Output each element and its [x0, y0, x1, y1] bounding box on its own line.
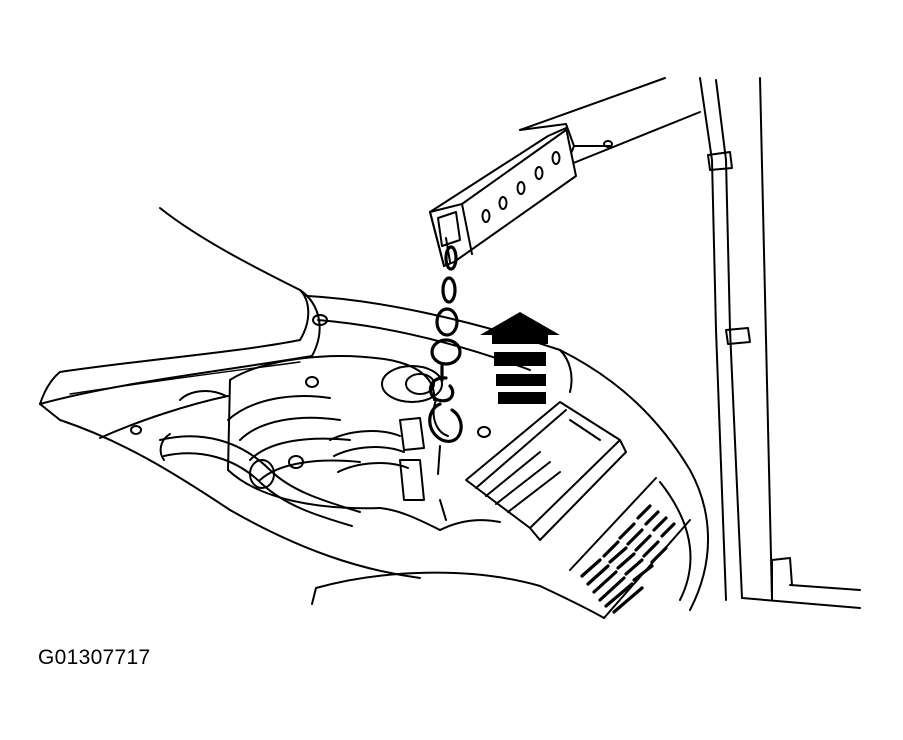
- chain: [430, 245, 462, 382]
- wall-post: [699, 77, 861, 609]
- up-arrow-icon: [480, 312, 560, 404]
- front-grille: [569, 477, 691, 619]
- crane-hook-icon: [428, 376, 463, 475]
- car-body: [229, 295, 710, 619]
- figure-id-label: G01307717: [38, 646, 151, 669]
- engine: [99, 355, 627, 541]
- hood: [39, 207, 321, 511]
- crane-boom: [429, 77, 701, 267]
